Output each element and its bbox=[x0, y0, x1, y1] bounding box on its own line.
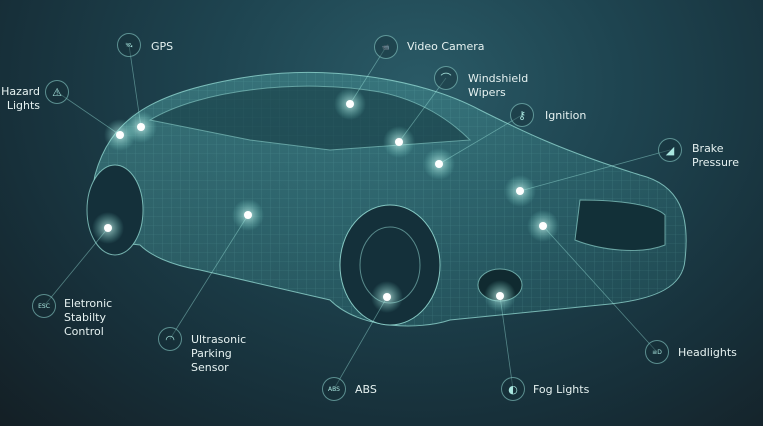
brake-pressure-leader-line bbox=[519, 149, 671, 192]
label-line: Control bbox=[64, 325, 104, 338]
ignition-sensor-dot bbox=[435, 160, 443, 168]
abs-label: ABS bbox=[355, 383, 377, 397]
hazard-lights-sensor-dot bbox=[116, 131, 124, 139]
label-line: GPS bbox=[151, 40, 174, 53]
hazard-triangle-icon: ⚠ bbox=[45, 80, 69, 104]
label-line: Hazard bbox=[1, 85, 40, 98]
fog-lights-sensor-dot bbox=[496, 292, 504, 300]
headlight-icon: ≡D bbox=[645, 340, 669, 364]
label-line: ABS bbox=[355, 383, 377, 396]
fog-light-icon: ◐ bbox=[501, 377, 525, 401]
video-camera-label: Video Camera bbox=[407, 40, 484, 54]
ultrasonic-parking-sensor-leader-line bbox=[169, 214, 249, 340]
label-line: Sensor bbox=[191, 361, 229, 374]
abs-leader-line bbox=[333, 296, 388, 390]
label-line: Fog Lights bbox=[533, 383, 590, 396]
gps-label: GPS bbox=[151, 40, 173, 54]
headlights-leader-line bbox=[542, 225, 658, 353]
abs-icon: ABS bbox=[322, 377, 346, 401]
electronic-stability-control-sensor-dot bbox=[104, 224, 112, 232]
label-line: Eletronic bbox=[64, 297, 113, 310]
gps-sensor-dot bbox=[137, 123, 145, 131]
abs-sensor-dot bbox=[383, 293, 391, 301]
label-line: Windshield bbox=[468, 72, 529, 85]
headlights-sensor-dot bbox=[539, 222, 547, 230]
video-camera-sensor-dot bbox=[346, 100, 354, 108]
label-line: Pressure bbox=[692, 156, 739, 169]
label-line: Ignition bbox=[545, 109, 587, 122]
label-line: Video Camera bbox=[407, 40, 485, 53]
wiper-icon: ⌒ bbox=[434, 66, 458, 90]
sonar-waves-icon: ◠ bbox=[158, 327, 182, 351]
key-icon: ⚷ bbox=[510, 103, 534, 127]
esc-icon: ESC bbox=[32, 294, 56, 318]
label-line: Stabilty bbox=[64, 311, 106, 324]
ignition-label: Ignition bbox=[545, 109, 586, 123]
label-line: Brake bbox=[692, 142, 724, 155]
label-line: Parking bbox=[191, 347, 232, 360]
label-line: Headlights bbox=[678, 346, 737, 359]
satellite-icon: 🛰 bbox=[117, 33, 141, 57]
brake-pressure-sensor-dot bbox=[516, 187, 524, 195]
ignition-leader-line bbox=[438, 114, 523, 165]
fog-lights-label: Fog Lights bbox=[533, 383, 589, 397]
label-line: Ultrasonic bbox=[191, 333, 247, 346]
headlights-label: Headlights bbox=[678, 346, 737, 360]
electronic-stability-control-leader-line bbox=[43, 227, 109, 307]
label-line: Lights bbox=[6, 99, 40, 112]
brake-pedal-icon: ◢ bbox=[658, 138, 682, 162]
video-camera-icon: 📹 bbox=[374, 35, 398, 59]
windshield-wipers-sensor-dot bbox=[395, 138, 403, 146]
label-line: Wipers bbox=[468, 86, 506, 99]
ultrasonic-parking-sensor-sensor-dot bbox=[244, 211, 252, 219]
